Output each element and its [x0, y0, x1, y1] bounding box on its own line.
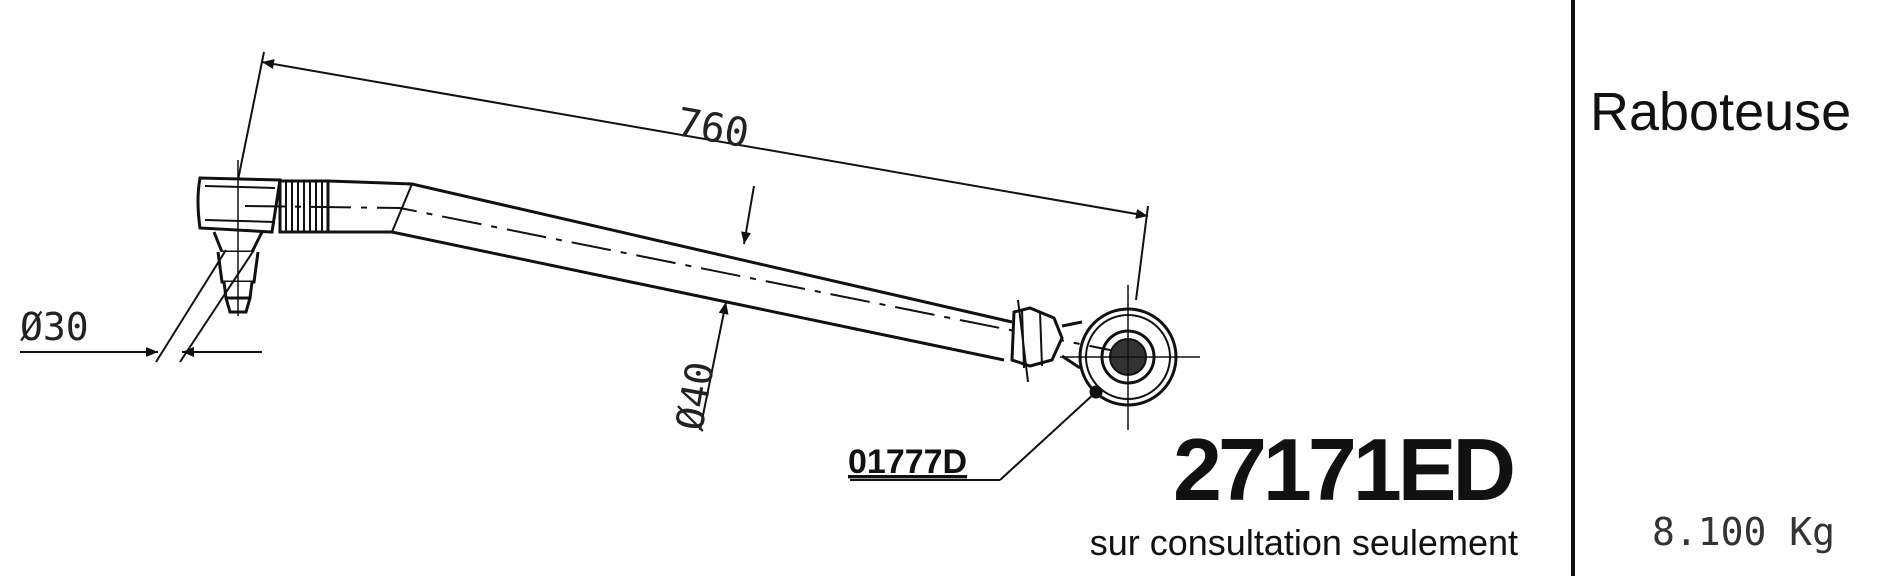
callout-leader — [850, 391, 1097, 481]
dimension-middle-diameter — [699, 185, 755, 431]
callout-reference: 01777D — [848, 443, 967, 481]
dimension-left-diameter — [20, 249, 262, 363]
dimension-left-diameter-label: Ø30 — [20, 305, 89, 349]
tie-rod-tube — [244, 179, 1121, 362]
sidebar-weight: 8.100 Kg — [1652, 510, 1835, 554]
dimension-length-label: 760 — [673, 100, 752, 158]
left-ball-joint — [196, 160, 330, 316]
dimension-middle-diameter-label: Ø40 — [668, 358, 723, 433]
part-number: 27171ED — [1173, 420, 1512, 519]
sidebar-title: Raboteuse — [1590, 82, 1851, 142]
right-eye-end — [1010, 285, 1200, 430]
dimension-length — [237, 51, 1149, 301]
availability-note: sur consultation seulement — [1090, 522, 1518, 563]
